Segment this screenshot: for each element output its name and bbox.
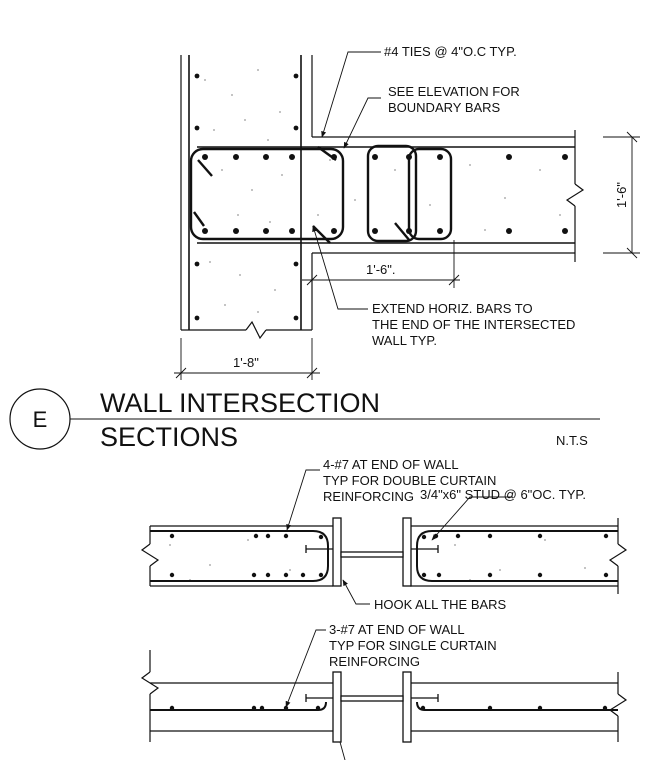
- detail-marker: E: [33, 407, 48, 432]
- section1-studs: [305, 545, 439, 553]
- s1-note-bars-line2: TYP FOR DOUBLE CURTAIN: [323, 473, 496, 488]
- section2-leaders: [285, 629, 346, 760]
- section2-studs: [305, 694, 439, 702]
- detail-title: E WALL INTERSECTION SECTIONS N.T.S: [9, 388, 600, 452]
- dimension-bottom: [174, 338, 320, 380]
- section2-left-slab: [140, 650, 333, 742]
- plan-leaders: [312, 51, 381, 310]
- section2-rebar-dots: [169, 705, 608, 711]
- dimension-horizontal-label: 1'-6".: [366, 262, 396, 277]
- note-extend-line2: THE END OF THE INTERSECTED: [372, 317, 575, 332]
- note-ties: #4 TIES @ 4"O.C TYP.: [384, 44, 517, 59]
- section1-rebar-dots: [169, 533, 609, 578]
- section2-steel-plates: [332, 671, 412, 743]
- note-extend-line1: EXTEND HORIZ. BARS TO: [372, 301, 533, 316]
- s1-note-bars-line1: 4-#7 AT END OF WALL: [323, 457, 459, 472]
- section2-right-slab: [410, 672, 628, 742]
- scale-label: N.T.S: [556, 433, 588, 448]
- vertical-wall-dowels: [194, 73, 299, 321]
- s1-note-stud: 3/4"x6" STUD @ 6"OC. TYP.: [420, 487, 586, 502]
- concrete-stipple: [204, 69, 561, 313]
- note-elevation-line1: SEE ELEVATION FOR: [388, 84, 520, 99]
- boundary-ties: [189, 144, 453, 244]
- section-double-curtain: 4-#7 AT END OF WALL TYP FOR DOUBLE CURTA…: [140, 457, 628, 612]
- dimension-bottom-label: 1'-8": [233, 355, 259, 370]
- s2-note-bars-line2: TYP FOR SINGLE CURTAIN: [329, 638, 497, 653]
- section1-left-bars: [150, 530, 329, 582]
- section1-stipple: [169, 539, 586, 581]
- section1-right-bars: [416, 530, 618, 582]
- dimension-vertical-label: 1'-6": [614, 182, 629, 208]
- section1-left-slab: [140, 525, 333, 587]
- section2-right-bar: [416, 701, 618, 711]
- section-single-curtain: 3-#7 AT END OF WALL TYP FOR SINGLE CURTA…: [140, 622, 628, 760]
- title-line1: WALL INTERSECTION: [100, 388, 380, 418]
- section1-steel-plates: [332, 517, 412, 587]
- s2-note-bars-line1: 3-#7 AT END OF WALL: [329, 622, 465, 637]
- section1-right-slab: [410, 518, 628, 594]
- dimension-vertical: [603, 131, 640, 259]
- title-line2: SECTIONS: [100, 422, 238, 452]
- dimension-horizontal: [302, 240, 460, 290]
- note-extend-line3: WALL TYP.: [372, 333, 437, 348]
- section2-left-bar: [150, 701, 327, 711]
- boundary-bars: [202, 154, 568, 234]
- plan-view: 1'-6" 1'-6". 1'-8" #4 TIES @ 4"O.C TYP. …: [174, 44, 640, 380]
- vertical-wall: [180, 55, 313, 340]
- horizontal-wall-bars: [197, 146, 575, 244]
- horizontal-wall: [312, 130, 585, 262]
- vertical-wall-bars: [188, 55, 302, 330]
- s2-note-bars-line3: REINFORCING: [329, 654, 420, 669]
- section1-leaders: [286, 469, 512, 605]
- note-elevation-line2: BOUNDARY BARS: [388, 100, 501, 115]
- s1-note-bars-line3: REINFORCING: [323, 489, 414, 504]
- s1-note-hook: HOOK ALL THE BARS: [374, 597, 507, 612]
